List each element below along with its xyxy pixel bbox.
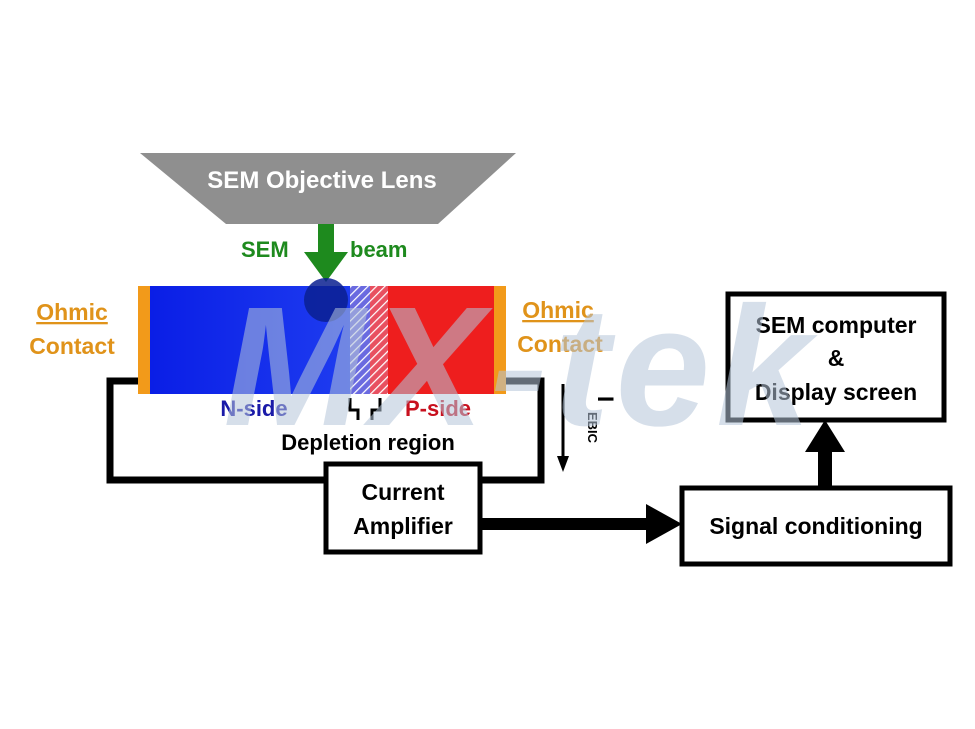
amp-to-signal-arrow	[480, 504, 682, 544]
circuit-wire-loop-right	[480, 377, 545, 484]
computer-label-2: &	[828, 345, 845, 371]
beam-arrow	[304, 224, 348, 282]
amplifier-label-2: Amplifier	[353, 513, 453, 539]
ebic-label-sub: EBIC	[585, 412, 600, 444]
circuit-wire-loop	[106, 377, 326, 484]
beam-spot	[304, 278, 348, 322]
right-contact-label-1: Ohmic	[522, 297, 594, 323]
amplifier-label-1: Current	[361, 479, 444, 505]
watermark: MX-tek	[223, 272, 818, 462]
beam-label-beam: beam	[350, 237, 407, 262]
computer-label-1: SEM computer	[755, 312, 916, 338]
right-ohmic-contact	[494, 286, 506, 394]
ebic-current-arrow	[557, 384, 569, 472]
depletion-zone-p	[370, 286, 388, 394]
left-contact-label-2: Contact	[29, 333, 115, 359]
computer-label-3: Display screen	[755, 379, 917, 405]
p-side-region	[388, 286, 494, 394]
n-side-label: N-side	[220, 396, 287, 421]
depletion-label: Depletion region	[281, 430, 455, 455]
current-amplifier-box	[323, 461, 483, 555]
ebic-label-i: I	[593, 396, 618, 402]
p-side-label: P-side	[405, 396, 471, 421]
sem-computer-box	[725, 291, 947, 423]
lens-label: SEM Objective Lens	[207, 167, 436, 194]
left-ohmic-contact	[138, 286, 150, 394]
depletion-bracket	[348, 398, 382, 420]
objective-lens	[140, 153, 516, 224]
right-contact-label-2: Contact	[517, 331, 603, 357]
signal-to-computer-arrow	[805, 420, 845, 488]
left-contact-label-1: Ohmic	[36, 299, 108, 325]
beam-label-sem: SEM	[241, 237, 289, 262]
signal-conditioning-label: Signal conditioning	[709, 513, 922, 539]
depletion-zone-n	[350, 286, 370, 394]
signal-conditioning-box	[679, 485, 953, 567]
